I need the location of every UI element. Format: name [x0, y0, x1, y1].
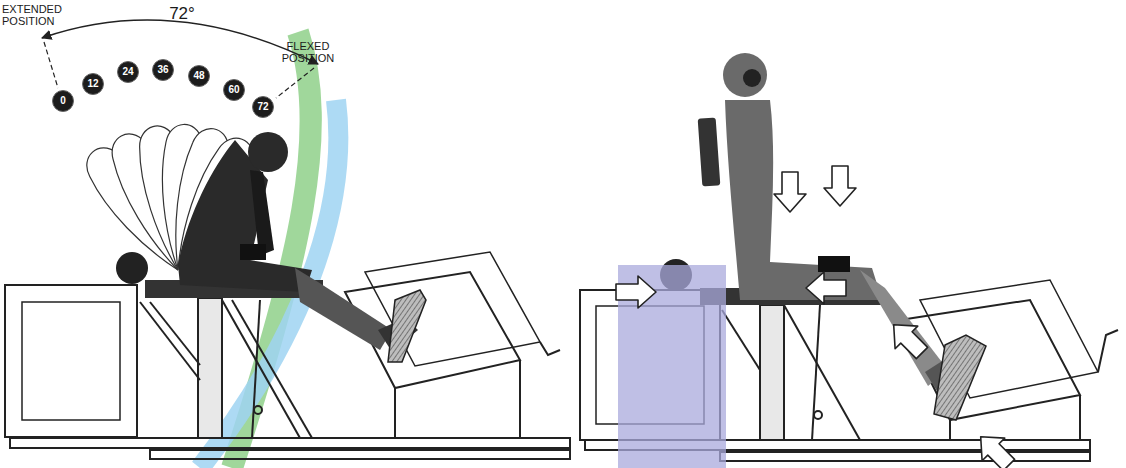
seat-column — [198, 298, 222, 438]
crank-handle — [1098, 330, 1118, 372]
marker-circle-shape — [224, 80, 245, 101]
force-arrow — [969, 425, 1020, 468]
person-silhouette — [698, 53, 966, 396]
angle-marker: 72 — [252, 96, 274, 118]
figure-label: 72° — [160, 5, 204, 23]
headphone — [743, 69, 761, 87]
shin — [295, 268, 392, 350]
frame-strut — [1079, 395, 1081, 440]
angle-marker: 0 — [52, 90, 74, 112]
pivot-bolt — [254, 406, 262, 414]
angle-marker: 60 — [223, 79, 245, 101]
seat-column — [760, 305, 784, 440]
frame-strut — [252, 300, 260, 438]
crank-handle — [540, 342, 560, 355]
frame-box — [22, 302, 120, 420]
angle-value: 0 — [52, 90, 74, 112]
pivot-bolt — [814, 411, 822, 419]
force-arrow — [616, 276, 656, 308]
frame-strut — [150, 302, 200, 365]
base-rail — [10, 438, 570, 448]
angle-value: 48 — [188, 65, 210, 87]
angle-value: 36 — [152, 59, 174, 81]
angle-value: 24 — [117, 61, 139, 83]
arm — [250, 170, 274, 256]
angle-limit-line — [276, 68, 314, 98]
frame-strut — [722, 310, 760, 370]
angle-value: 72 — [252, 96, 274, 118]
head — [723, 53, 767, 97]
frame-strut — [519, 360, 521, 438]
marker-circle-shape — [253, 97, 274, 118]
base-rail — [720, 452, 1090, 461]
frame-strut — [140, 302, 200, 380]
angle-value: 12 — [82, 73, 104, 95]
marker-circle-shape — [53, 91, 74, 112]
angle-marker: 48 — [188, 65, 210, 87]
footplate-frame — [365, 252, 540, 366]
torso — [725, 100, 882, 300]
frame-strut — [232, 300, 312, 438]
back-roller — [116, 252, 148, 284]
frame-strut — [222, 300, 300, 438]
head — [248, 132, 288, 172]
frame-strut — [784, 305, 860, 440]
angle-value: 60 — [223, 79, 245, 101]
angle-limit-line — [44, 42, 58, 88]
force-arrows — [616, 166, 1020, 468]
force-arrow — [774, 172, 806, 212]
figure-label: EXTENDED POSITION — [2, 3, 74, 27]
shin-pad — [818, 256, 850, 272]
back-pad — [698, 117, 721, 186]
force-arrow — [806, 272, 846, 304]
base-rail — [150, 450, 570, 459]
angle-marker: 36 — [152, 59, 174, 81]
shin-pad — [240, 244, 266, 260]
marker-circle-shape — [83, 74, 104, 95]
angle-marker: 24 — [117, 61, 139, 83]
angle-arc — [42, 20, 318, 64]
person-silhouette — [178, 132, 418, 352]
marker-circle-shape — [118, 62, 139, 83]
footplate — [934, 335, 986, 420]
footplate — [388, 290, 426, 362]
force-arrow — [824, 166, 856, 206]
marker-circle-shape — [153, 60, 174, 81]
frame-box — [5, 285, 137, 437]
frame-strut — [949, 420, 951, 440]
frame-strut — [394, 388, 396, 438]
marker-circle-shape — [189, 66, 210, 87]
torso — [178, 140, 312, 292]
figure-label: FLEXED POSITION — [276, 40, 340, 64]
force-arrow — [882, 313, 933, 364]
angle-marker: 12 — [82, 73, 104, 95]
